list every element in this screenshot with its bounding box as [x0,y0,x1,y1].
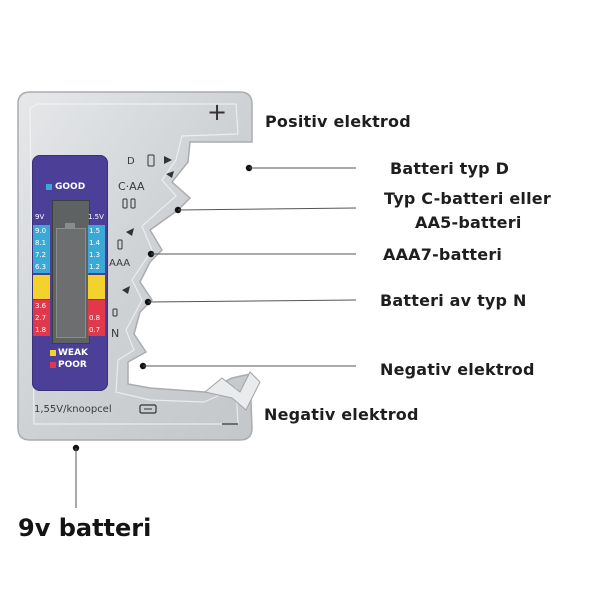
label-positive-electrode: Positiv elektrod [265,112,411,131]
left-scale-weak-block [33,275,50,299]
plus-symbol: + [207,98,228,126]
left-scale-value: 3.6 [35,302,47,310]
good-swatch [46,184,52,190]
label-battery-d: Batteri typ D [390,159,510,178]
label-negative-electrode-right: Negativ elektrod [380,360,535,379]
slot-label-n: N [111,327,120,340]
left-scale-value: 1.8 [35,326,47,334]
scale-left-header: 9V [35,213,45,221]
left-scale-good-block [33,225,50,273]
label-negative-electrode-bottom: Negativ elektrod [264,405,419,424]
poor-label: POOR [58,360,87,370]
right-scale-weak-block [88,275,105,299]
right-scale-good-block [88,225,105,273]
left-scale-value: 7.2 [35,251,47,259]
right-scale-value: 1.5 [89,227,101,235]
weak-swatch [50,350,56,356]
right-scale-value: 0.7 [89,326,101,334]
left-scale-value: 8.1 [35,239,47,247]
label-battery-c-aa-line2: AA5-batteri [415,213,522,232]
label-battery-aaa7: AAA7-batteri [383,245,503,264]
scale-right-header: 1.5V [88,213,104,221]
slot-label-c-aa: C·AA [118,180,145,193]
right-scale-value: 0.8 [89,314,101,322]
left-scale-poor-block [33,300,50,336]
label-battery-c-aa-line1: Typ C-batteri eller [384,189,551,208]
right-scale-value: 1.4 [89,239,101,247]
button-cell-label: 1,55V/knoopcel [34,404,112,415]
left-scale-value: 9.0 [35,227,47,235]
right-scale-value: 1.2 [89,263,101,271]
slot-label-d: D [127,156,135,167]
slot-label-aaa: AAA [109,258,131,269]
right-scale-value: 1.3 [89,251,101,259]
left-scale-value: 6.3 [35,263,47,271]
label-battery-n: Batteri av typ N [380,291,527,310]
weak-label: WEAK [58,348,89,358]
right-scale-poor-block [88,300,105,336]
good-label: GOOD [55,182,86,192]
poor-swatch [50,362,56,368]
left-scale-value: 2.7 [35,314,47,322]
lcd-bar [56,228,86,338]
label-9v-battery: 9v batteri [18,514,152,542]
lcd-bar-cap [65,223,75,228]
